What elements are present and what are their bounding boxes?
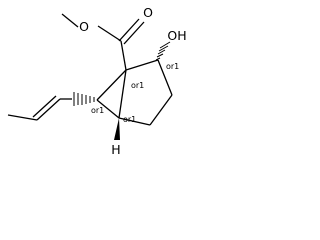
hashed-bond-propenyl [73,92,95,106]
stereo-label-c5: or1 [123,115,136,124]
wedge-bond-hydrogen [114,118,120,140]
hashed-bond-hydroxyl [155,41,171,61]
bond-carbonyl-double-b [123,21,145,45]
bicyclo-ring [96,59,173,126]
ester-oxygen-label: O [79,19,89,34]
bond-c6-c1 [96,69,127,101]
bond-c1-c2 [125,59,159,71]
stereo-label-c1: or1 [131,81,144,90]
carbonyl-oxygen-label: O [143,5,153,20]
bond-c4-c5 [118,117,151,126]
bond-c2-c3 [157,59,173,96]
bond-propenyl-methyl [7,114,38,121]
bond-propenyl-double-a [36,98,61,121]
bond-carbonyl-ring [120,40,127,71]
bond-c6-c5 [96,99,120,119]
bond-methyl-oxygen [61,13,79,28]
hydrogen-label: H [111,142,120,157]
methyl-ester-group [61,13,145,71]
hydroxyl-label: OH [167,28,186,43]
stereo-label-c2: or1 [166,62,179,71]
bond-c3-c4 [149,94,173,126]
stereo-label-c6: or1 [91,106,104,115]
bond-propenyl-double-b [32,95,57,118]
bond-c5-c1 [118,69,127,119]
bond-carbonyl-double-a [118,18,140,42]
propenyl-chain [7,92,95,121]
bond-oxygen-carbonyl [97,25,122,42]
molecule-structure-diagram: O O OH H [7,5,187,157]
